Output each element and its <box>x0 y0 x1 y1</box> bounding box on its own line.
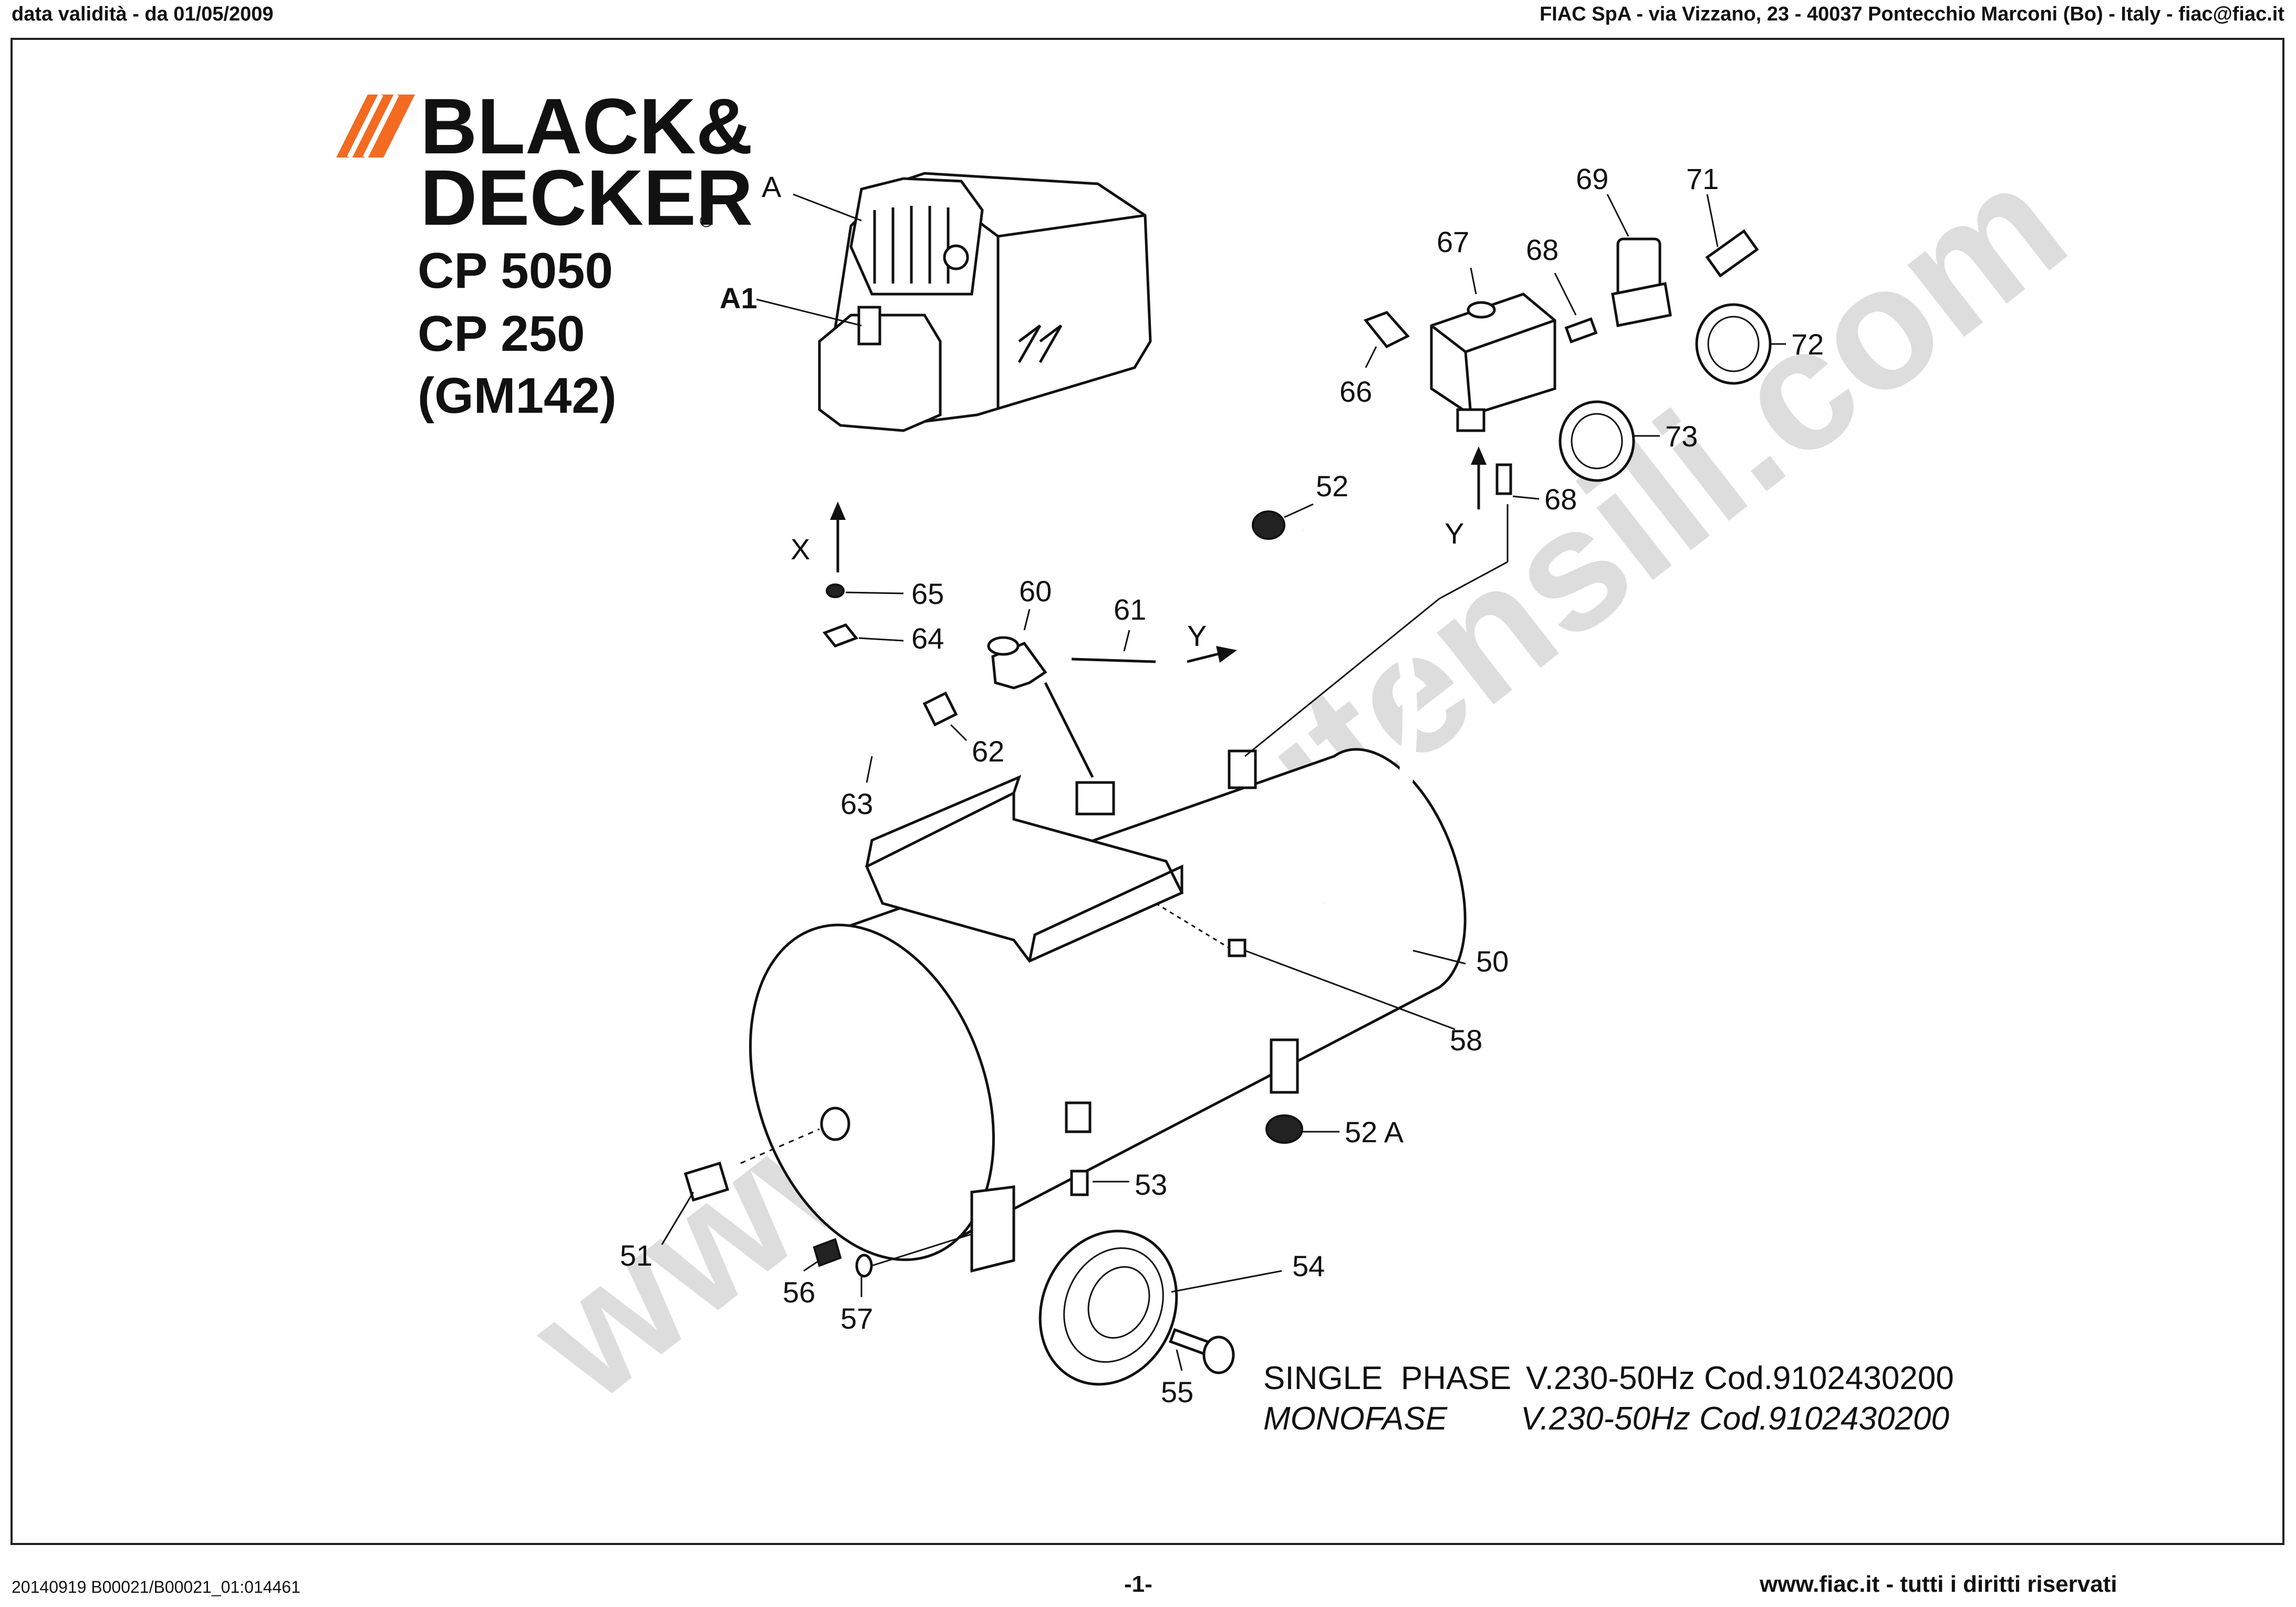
tube-61 <box>1071 658 1156 663</box>
fitting-71 <box>1705 229 1759 278</box>
registered-mark: ® <box>700 211 713 231</box>
ring-65 <box>826 583 845 598</box>
model-cp250: CP 250 <box>418 306 585 362</box>
label-61: 61 <box>1114 593 1146 626</box>
wheel-54 <box>1038 1229 1178 1386</box>
label-54: 54 <box>1292 1249 1325 1282</box>
fitting-62 <box>922 691 958 727</box>
nipple-68a <box>1564 317 1598 343</box>
arrow-y-up-label: Y <box>1445 517 1464 550</box>
regulator-69 <box>1611 237 1672 327</box>
label-50: 50 <box>1476 945 1509 978</box>
company-info: FIAC SpA - via Vizzano, 23 - 40037 Ponte… <box>1539 3 2284 25</box>
brand-line-2: DECKER <box>420 153 753 242</box>
drawing-frame <box>11 38 2284 1545</box>
spec-en-value: V.230-50Hz Cod.9102430200 <box>1526 1360 1954 1396</box>
cap-52 <box>1252 510 1285 540</box>
label-52A: 52 A <box>1345 1115 1404 1149</box>
nut-64 <box>822 623 859 648</box>
label-58: 58 <box>1450 1024 1482 1057</box>
plug-51 <box>683 1161 730 1202</box>
label-71: 71 <box>1686 162 1719 195</box>
label-72: 72 <box>1791 328 1824 361</box>
nipple-68b <box>1495 463 1512 495</box>
arrow-x-label: X <box>791 533 810 566</box>
label-62: 62 <box>972 735 1004 768</box>
spec-en-label: SINGLE PHASE <box>1263 1360 1511 1396</box>
label-A1: A1 <box>720 281 757 315</box>
nut-56 <box>813 1238 842 1267</box>
validity-date: data validità - da 01/05/2009 <box>12 3 274 25</box>
black-decker-logo: BLACK& DECKER ® <box>336 82 753 242</box>
label-67: 67 <box>1437 225 1469 258</box>
label-A: A <box>762 170 782 203</box>
label-63: 63 <box>840 787 873 820</box>
label-56: 56 <box>783 1276 815 1309</box>
label-53: 53 <box>1135 1168 1167 1201</box>
cap-52a <box>1265 1114 1303 1144</box>
compressor-head-assembly <box>818 172 1152 432</box>
model-cp5050: CP 5050 <box>418 243 613 299</box>
footer-website[interactable]: www.fiac.it - tutti i diritti riservati <box>1760 1571 2117 1597</box>
label-57: 57 <box>840 1302 873 1335</box>
label-51: 51 <box>620 1239 652 1272</box>
screw-58 <box>1228 938 1246 957</box>
washer-57 <box>855 1254 873 1278</box>
model-gm142: (GM142) <box>418 368 617 424</box>
label-69: 69 <box>1576 162 1608 195</box>
air-tank <box>749 748 1467 1261</box>
label-68b: 68 <box>1544 483 1577 516</box>
page-number: -1- <box>1124 1571 1152 1597</box>
label-66: 66 <box>1339 375 1372 408</box>
label-65: 65 <box>911 577 944 610</box>
footer-code: 20140919 B00021/B00021_01:014461 <box>12 1578 300 1596</box>
brand-line-1: BLACK& <box>420 82 753 170</box>
label-64: 64 <box>911 622 944 655</box>
spec-it-label: MONOFASE <box>1263 1401 1448 1437</box>
drain-valve-53 <box>1065 1101 1092 1133</box>
label-73: 73 <box>1665 420 1698 453</box>
arrow-y-right-label: Y <box>1187 619 1207 652</box>
foot-bracket <box>970 1185 1015 1273</box>
spec-it-value: V.230-50Hz Cod.9102430200 <box>1521 1401 1949 1437</box>
label-60: 60 <box>1019 575 1052 608</box>
label-55: 55 <box>1161 1375 1193 1408</box>
pressure-switch-67 <box>1430 293 1556 432</box>
tank-outlet-stub <box>1228 749 1257 789</box>
label-68a: 68 <box>1526 233 1559 266</box>
fitting-66 <box>1363 311 1410 349</box>
y-right-arrow <box>1187 652 1219 663</box>
label-52: 52 <box>1316 469 1348 503</box>
sleeve <box>1075 781 1115 816</box>
